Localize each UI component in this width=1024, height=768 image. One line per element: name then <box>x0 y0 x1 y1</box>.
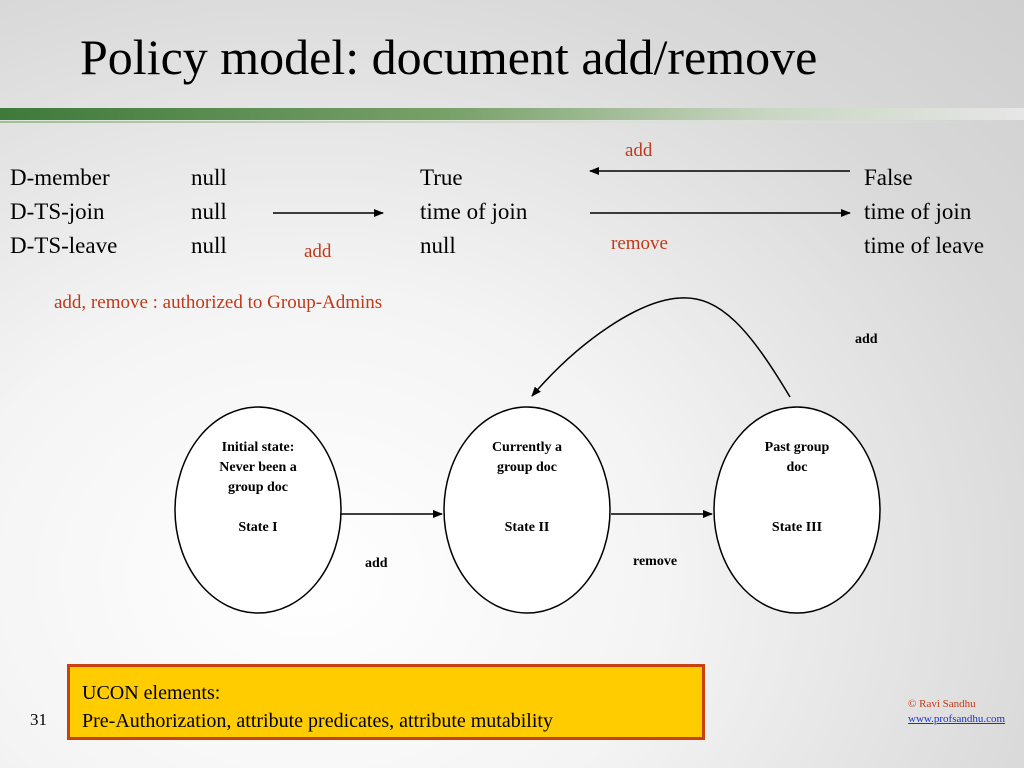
authorization-note: add, remove : authorized to Group-Admins <box>54 292 383 313</box>
state-2-spacer <box>467 478 587 518</box>
state-2-line-1: Currently a <box>491 440 563 455</box>
past-value-d-member: False <box>864 165 913 190</box>
arrow-label-remove: remove <box>611 233 668 254</box>
state-1-ellipse <box>174 406 342 614</box>
state-1-spacer <box>198 498 318 518</box>
transition-add-label: add <box>365 556 388 571</box>
transition-back-add-label: add <box>855 332 878 347</box>
slide-number: 31 <box>30 710 47 729</box>
state-3-label: Past group doc State III <box>737 438 857 538</box>
initial-value-d-member: null <box>191 165 227 190</box>
past-value-d-ts-join: time of join <box>864 199 972 224</box>
state-3-line-1: Past group <box>764 440 830 455</box>
member-value-d-ts-leave: null <box>420 233 456 258</box>
transition-remove-label: remove <box>633 554 678 569</box>
state-3-spacer <box>737 478 857 518</box>
initial-value-d-ts-leave: null <box>191 233 227 258</box>
state-3-ellipse <box>713 406 881 614</box>
state-1-name: State I <box>238 520 278 535</box>
member-value-d-ts-join: time of join <box>420 199 528 224</box>
attr-name-d-member: D-member <box>10 165 110 190</box>
ucon-elements-list: Pre-Authorization, attribute predicates,… <box>82 710 553 732</box>
state-1-line-1: Initial state: <box>221 440 295 455</box>
state-2-label: Currently a group doc State II <box>467 438 587 538</box>
arrow-label-add-lower: add <box>304 241 332 262</box>
state-2-ellipse <box>443 406 611 614</box>
attr-name-d-ts-leave: D-TS-leave <box>10 233 118 258</box>
copyright-link[interactable]: www.profsandhu.com <box>908 713 1006 725</box>
copyright-block: © Ravi Sandhu www.profsandhu.com <box>908 697 1005 727</box>
state-1-line-2: Never been a <box>219 460 297 475</box>
transition-back-add-arrow <box>531 297 791 398</box>
state-2-line-2: group doc <box>496 460 558 475</box>
state-1-label: Initial state: Never been a group doc St… <box>198 438 318 538</box>
copyright-author: © Ravi Sandhu <box>908 698 976 710</box>
past-value-d-ts-leave: time of leave <box>864 233 985 258</box>
arrow-label-add-top: add <box>625 140 653 161</box>
state-3-line-2: doc <box>786 460 808 475</box>
title-underline-bar <box>0 108 1024 120</box>
attr-name-d-ts-join: D-TS-join <box>10 199 105 224</box>
state-1-line-3: group doc <box>227 480 289 495</box>
state-3-name: State III <box>771 520 823 535</box>
title-underline-thin <box>0 121 1024 123</box>
member-value-d-member: True <box>420 165 463 190</box>
initial-value-d-ts-join: null <box>191 199 227 224</box>
ucon-heading: UCON elements: <box>82 682 221 704</box>
state-2-name: State II <box>504 520 550 535</box>
ucon-elements-box: UCON elements: Pre-Authorization, attrib… <box>67 664 705 740</box>
slide-title: Policy model: document add/remove <box>80 29 818 85</box>
